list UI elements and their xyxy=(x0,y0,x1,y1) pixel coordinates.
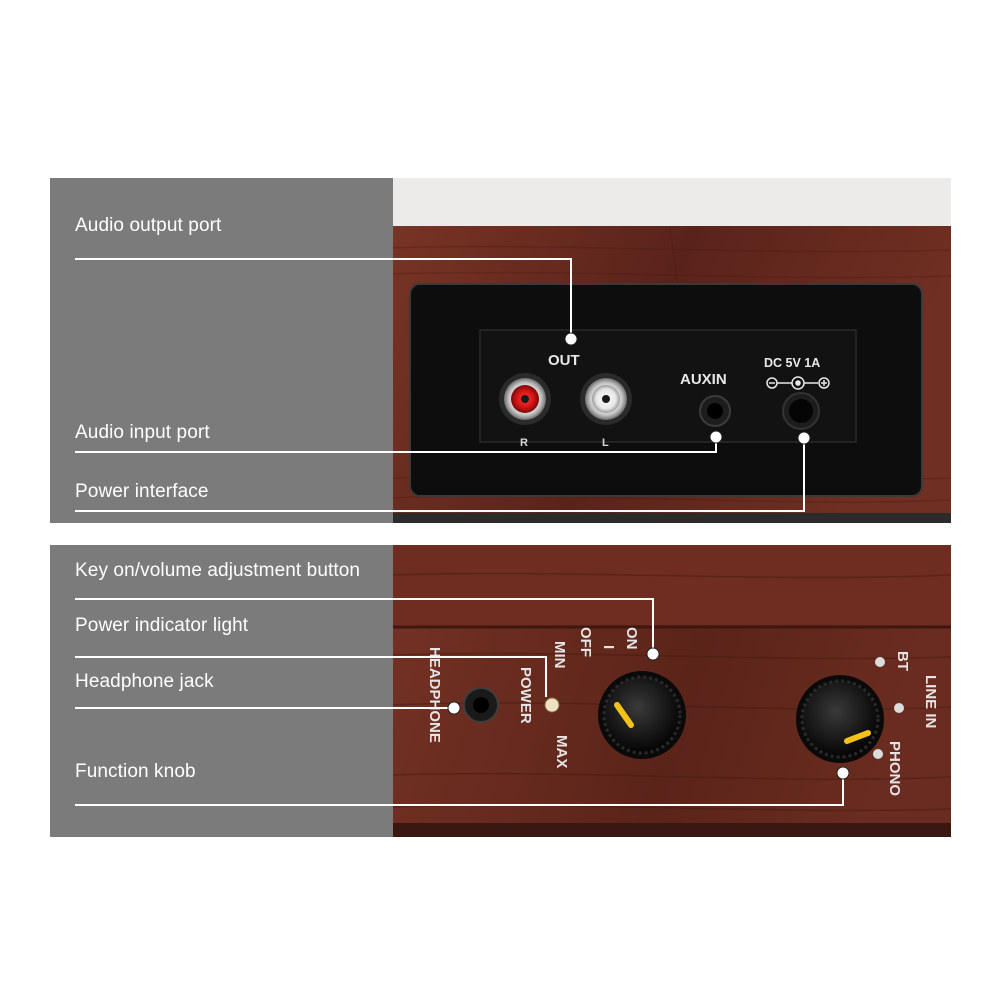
phono-dot xyxy=(873,749,883,759)
off-label: OFF xyxy=(577,627,594,657)
line-in-label: LINE IN xyxy=(922,675,939,728)
headphone-jack xyxy=(463,687,499,723)
callout-dot-output xyxy=(564,332,578,346)
min-label: MIN xyxy=(551,641,568,669)
callout-dot-input xyxy=(709,430,723,444)
callout-label-audio-output: Audio output port xyxy=(75,215,222,236)
callout-dot-volume xyxy=(646,647,660,661)
bt-dot xyxy=(875,657,885,667)
power-indicator-led xyxy=(544,697,560,713)
power-label: POWER xyxy=(517,667,534,724)
callout-dot-function xyxy=(836,766,850,780)
top-photo-panel: OUT AUXIN DC 5V 1A R L xyxy=(50,178,951,523)
aux-jack xyxy=(699,395,731,427)
polarity-symbol xyxy=(766,376,830,390)
dc-jack xyxy=(782,392,820,430)
rca-red-jack xyxy=(499,373,551,425)
callout-label-audio-input: Audio input port xyxy=(75,422,210,443)
out-label: OUT xyxy=(548,352,580,369)
volume-knob xyxy=(598,671,686,759)
l-label: L xyxy=(602,437,609,449)
bottom-callout-lines xyxy=(75,598,844,806)
phono-label: PHONO xyxy=(886,741,903,796)
bottom-photo-panel: HEADPHONE POWER MAX MIN OFF I ON BT LINE… xyxy=(50,545,951,837)
callout-label-power-indicator: Power indicator light xyxy=(75,615,249,636)
max-label: MAX xyxy=(553,735,570,768)
function-knob xyxy=(796,675,884,763)
callout-label-key-on-volume: Key on/volume adjustment button xyxy=(75,560,361,581)
dc-label: DC 5V 1A xyxy=(764,356,820,370)
front-controls-photo: HEADPHONE POWER MAX MIN OFF I ON BT LINE… xyxy=(50,545,951,837)
top-sidebar xyxy=(50,178,393,523)
callout-label-headphone-jack: Headphone jack xyxy=(75,671,214,692)
line-in-dot xyxy=(894,703,904,713)
rear-ports-photo: OUT AUXIN DC 5V 1A R L xyxy=(50,178,951,523)
callout-dot-headphone xyxy=(447,701,461,715)
i-label: I xyxy=(600,645,617,649)
callout-label-function-knob: Function knob xyxy=(75,761,196,782)
rca-white-jack xyxy=(580,373,632,425)
bottom-sidebar xyxy=(50,545,393,837)
auxin-label: AUXIN xyxy=(680,371,727,388)
r-label: R xyxy=(520,437,528,449)
on-label: ON xyxy=(623,627,640,650)
headphone-label: HEADPHONE xyxy=(426,647,443,743)
callout-label-power-interface: Power interface xyxy=(75,481,209,502)
bt-label: BT xyxy=(894,651,911,671)
callout-dot-power xyxy=(797,431,811,445)
